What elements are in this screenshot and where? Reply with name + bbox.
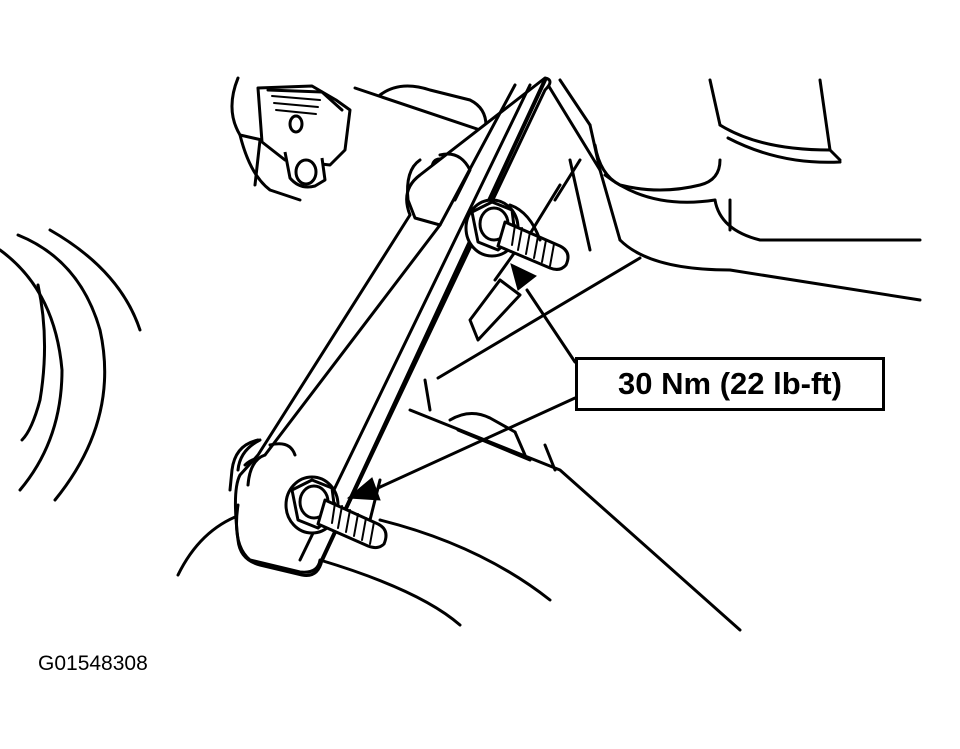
mounting-bracket <box>233 76 552 577</box>
upper-bolt <box>464 198 570 271</box>
lower-bolt <box>284 475 388 550</box>
lower-arrowhead <box>346 477 381 501</box>
figure-id: G01548308 <box>38 652 148 675</box>
lower-housing <box>176 438 552 627</box>
support-arms <box>368 183 742 632</box>
torque-callout: 30 Nm (22 lb-ft) <box>575 357 885 411</box>
callout-leaders <box>346 263 577 501</box>
pulley-outline <box>0 228 142 502</box>
upper-arrowhead <box>510 263 537 291</box>
torque-label: 30 Nm (22 lb-ft) <box>618 366 842 401</box>
sensor-connector <box>230 76 352 202</box>
